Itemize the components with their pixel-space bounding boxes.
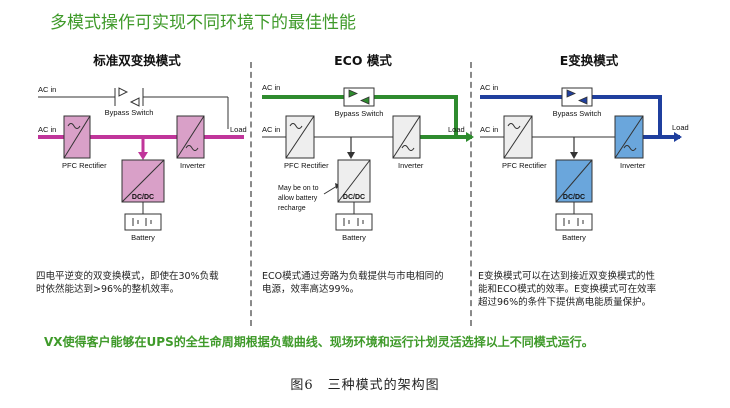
- inverter-sine-icon: [185, 145, 199, 151]
- diagram-double-conversion: AC in Bypass Switch AC in Load PFC Recti…: [38, 85, 247, 242]
- diagram-e-conversion: AC in Bypass Switch AC in Load PFC Recti…: [480, 83, 689, 242]
- panel-title: ECO 模式: [334, 53, 392, 68]
- panel-title: E变换模式: [559, 53, 619, 68]
- panel-divider-left: [250, 62, 252, 326]
- dc-branch-arrow: [347, 152, 355, 159]
- panel-divider-right: [470, 62, 472, 326]
- battery-label: Battery: [342, 233, 366, 242]
- ac-in-main-label: AC in: [480, 125, 498, 134]
- note-line: May be on to: [278, 185, 319, 192]
- panel-e-conversion: E变换模式 AC in Bypass Switch AC in Load PFC…: [474, 44, 704, 324]
- bypass-switch-diode-top: [348, 89, 358, 98]
- note-line: recharge: [278, 205, 306, 212]
- load-label: Load: [230, 125, 247, 134]
- inverter-sine-icon: [623, 145, 637, 151]
- inverter-label: Inverter: [180, 161, 206, 170]
- description-line: E变换模式可以在达到接近双变换模式的性: [478, 271, 656, 282]
- rectifier-label: PFC Rectifier: [502, 161, 547, 170]
- rectifier-sine-icon: [289, 123, 303, 129]
- inverter-label: Inverter: [398, 161, 424, 170]
- dcdc-label: DC/DC: [132, 194, 154, 201]
- note-pointer: [323, 185, 338, 195]
- ac-in-bypass-label: AC in: [262, 83, 280, 92]
- bypass-switch-body: [343, 87, 375, 107]
- inverter-sine-icon: [401, 145, 415, 151]
- bypass-switch-label: Bypass Switch: [553, 109, 602, 118]
- bypass-switch-label: Bypass Switch: [335, 109, 384, 118]
- dc-branch-arrow: [570, 152, 578, 159]
- description-line: ECO模式通过旁路为负载提供与市电相同的: [262, 271, 444, 282]
- dcdc-diagonal: [337, 159, 371, 203]
- load-label: Load: [672, 123, 689, 132]
- dcdc-diagonal: [555, 159, 593, 203]
- ac-in-bypass-label: AC in: [480, 83, 498, 92]
- rectifier-sine-icon: [507, 123, 521, 129]
- load-arrow: [466, 132, 474, 142]
- ac-in-main-label: AC in: [262, 125, 280, 134]
- description-line: 时依然能达到>96%的整机效率。: [36, 284, 180, 295]
- description-line: 能和ECO模式的效率。E变换模式可在效率: [478, 284, 657, 295]
- dcdc-label: DC/DC: [563, 194, 585, 201]
- battery-box: [555, 213, 593, 231]
- battery-box: [124, 213, 162, 231]
- bypass-switch-label: Bypass Switch: [105, 108, 154, 117]
- inverter-label: Inverter: [620, 161, 646, 170]
- bypass-switch-diode-top: [118, 87, 129, 97]
- rectifier-label: PFC Rectifier: [284, 161, 329, 170]
- bypass-switch-diode-top: [566, 89, 576, 98]
- note-line: allow battery: [278, 195, 318, 202]
- description-line: 四电平逆变的双变换模式，即使在30%负载: [36, 271, 219, 282]
- footer-statement: VX使得客户能够在UPS的全生命周期根据负载曲线、现场环境和运行计划灵活选择以上…: [44, 335, 594, 349]
- description-line: 超过96%的条件下提供高电能质量保护。: [478, 297, 652, 308]
- rectifier-diagonal: [285, 115, 315, 159]
- panel-eco: ECO 模式 AC in Bypass Switch AC in Load PF…: [248, 44, 478, 324]
- panel-description: 四电平逆变的双变换模式，即使在30%负载 时依然能达到>96%的整机效率。: [36, 270, 219, 296]
- inverter-diagonal: [176, 115, 205, 159]
- rectifier-diagonal: [63, 115, 91, 159]
- bypass-switch-diode-bottom: [129, 97, 140, 107]
- bypass-switch-body: [561, 87, 593, 107]
- dcdc-diagonal: [121, 159, 165, 203]
- bypass-switch-diode-bottom: [578, 96, 588, 105]
- rectifier-label: PFC Rectifier: [62, 161, 107, 170]
- figure-caption: 图6 三种模式的架构图: [290, 378, 440, 393]
- inverter-diagonal: [392, 115, 421, 159]
- diagram-eco: AC in Bypass Switch AC in Load PFC Recti…: [262, 83, 474, 242]
- load-label: Load: [448, 125, 465, 134]
- panel-double-conversion: 标准双变换模式 AC in Bypass Switch AC in Load P…: [22, 44, 252, 324]
- bypass-switch-body: [115, 90, 143, 104]
- battery-label: Battery: [131, 233, 155, 242]
- ac-in-main-label: AC in: [38, 125, 56, 134]
- panel-title: 标准双变换模式: [93, 53, 181, 68]
- description-line: 电源，效率高达99%。: [262, 284, 360, 295]
- battery-box: [335, 213, 373, 231]
- page-title: 多模式操作可实现不同环境下的最佳性能: [50, 13, 356, 33]
- inverter-diagonal: [614, 115, 644, 159]
- panel-description: E变换模式可以在达到接近双变换模式的性 能和ECO模式的效率。E变换模式可在效率…: [478, 270, 656, 309]
- rectifier-diagonal: [503, 115, 533, 159]
- battery-label: Battery: [562, 233, 586, 242]
- ac-in-bypass-label: AC in: [38, 85, 56, 94]
- dc-branch-arrow: [138, 152, 148, 160]
- panel-description: ECO模式通过旁路为负载提供与市电相同的 电源，效率高达99%。: [262, 270, 444, 296]
- rectifier-sine-icon: [67, 123, 81, 129]
- load-arrow: [674, 132, 682, 142]
- bypass-switch-diode-bottom: [360, 96, 370, 105]
- dcdc-label: DC/DC: [343, 194, 365, 201]
